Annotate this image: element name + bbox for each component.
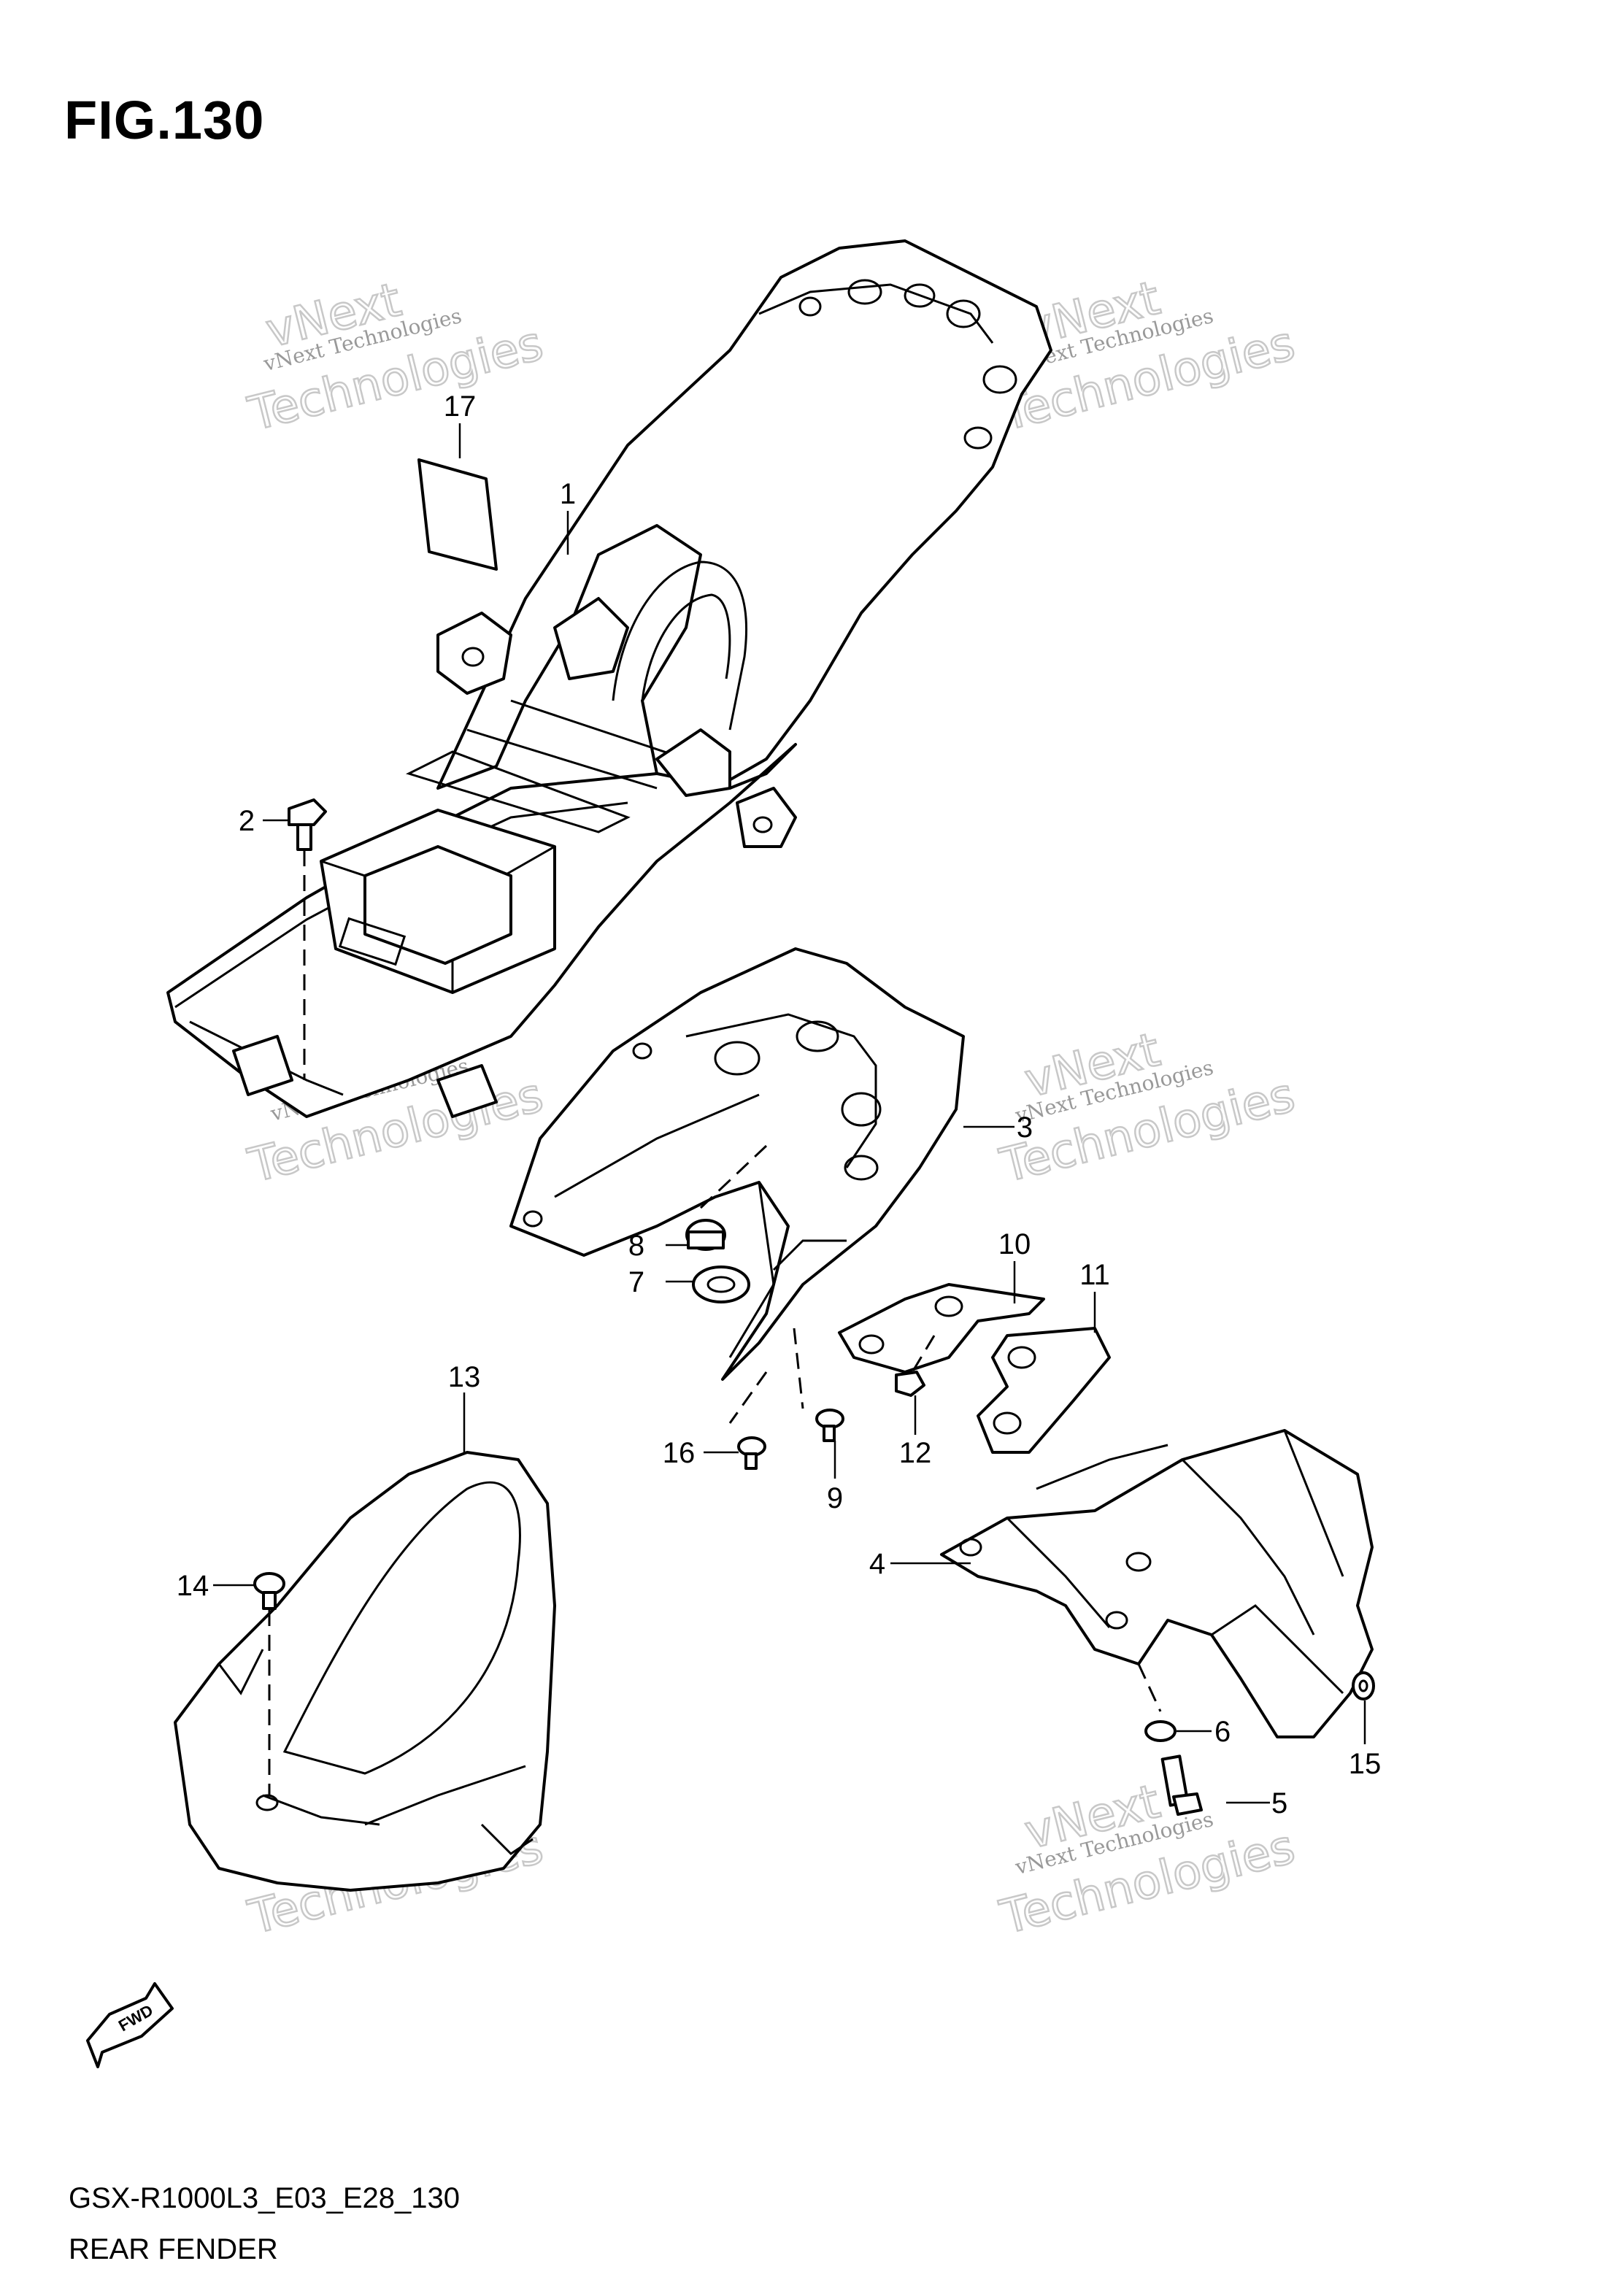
callout-7: 7 <box>628 1266 644 1298</box>
watermark-mid-right: vNext vNext Technologies Technologies <box>994 1022 1301 1195</box>
callout-4: 4 <box>869 1548 885 1580</box>
part-5-bolt <box>1160 1754 1203 1816</box>
callout-1: 1 <box>560 478 576 510</box>
part-13-rear-fender <box>174 1451 556 1892</box>
callout-10: 10 <box>998 1228 1031 1260</box>
part-11-bracket <box>977 1327 1111 1454</box>
callout-labels: 1 2 3 4 5 6 7 8 9 10 11 12 13 14 15 16 1… <box>177 390 1382 1819</box>
footer-model-code: GSX-R1000L3_E03_E28_130 <box>69 2182 460 2214</box>
part-15-washer <box>1352 1671 1375 1700</box>
figure-title: FIG.130 <box>64 90 265 150</box>
callout-17: 17 <box>444 390 477 423</box>
forward-direction-icon: FWD <box>86 1982 174 2068</box>
part-17-label <box>417 458 498 571</box>
part-14-screw <box>253 1572 285 1795</box>
callout-15: 15 <box>1349 1748 1382 1780</box>
part-3-under-cover <box>509 947 965 1381</box>
callout-13: 13 <box>448 1361 481 1393</box>
watermark-bottom-right: vNext vNext Technologies Technologies <box>994 1774 1301 1946</box>
callout-3: 3 <box>1017 1112 1033 1144</box>
callout-6: 6 <box>1214 1716 1231 1748</box>
part-6-washer <box>1137 1663 1177 1742</box>
part-10-bracket <box>838 1283 1045 1374</box>
footer-section-name: REAR FENDER <box>69 2233 278 2265</box>
part-8-grommet <box>685 1144 768 1251</box>
callout-16: 16 <box>663 1437 696 1469</box>
callout-5: 5 <box>1271 1787 1287 1819</box>
callout-8: 8 <box>628 1230 644 1262</box>
callout-2: 2 <box>239 805 255 837</box>
part-12-bolt <box>895 1335 936 1397</box>
part-16-screw <box>728 1371 768 1470</box>
callout-14: 14 <box>177 1570 209 1602</box>
part-9-screw <box>793 1328 844 1442</box>
part-2-bolt <box>288 798 327 1080</box>
part-4-tail-bracket <box>940 1429 1374 1738</box>
callout-11: 11 <box>1079 1259 1110 1291</box>
part-7-cushion <box>692 1266 750 1303</box>
watermark-top-left: vNext vNext Technologies Technologies <box>242 272 549 443</box>
callout-9: 9 <box>827 1482 843 1514</box>
callout-12: 12 <box>899 1437 932 1469</box>
leader-lines <box>213 423 1366 1804</box>
part-1-rear-frame <box>166 239 1052 1118</box>
